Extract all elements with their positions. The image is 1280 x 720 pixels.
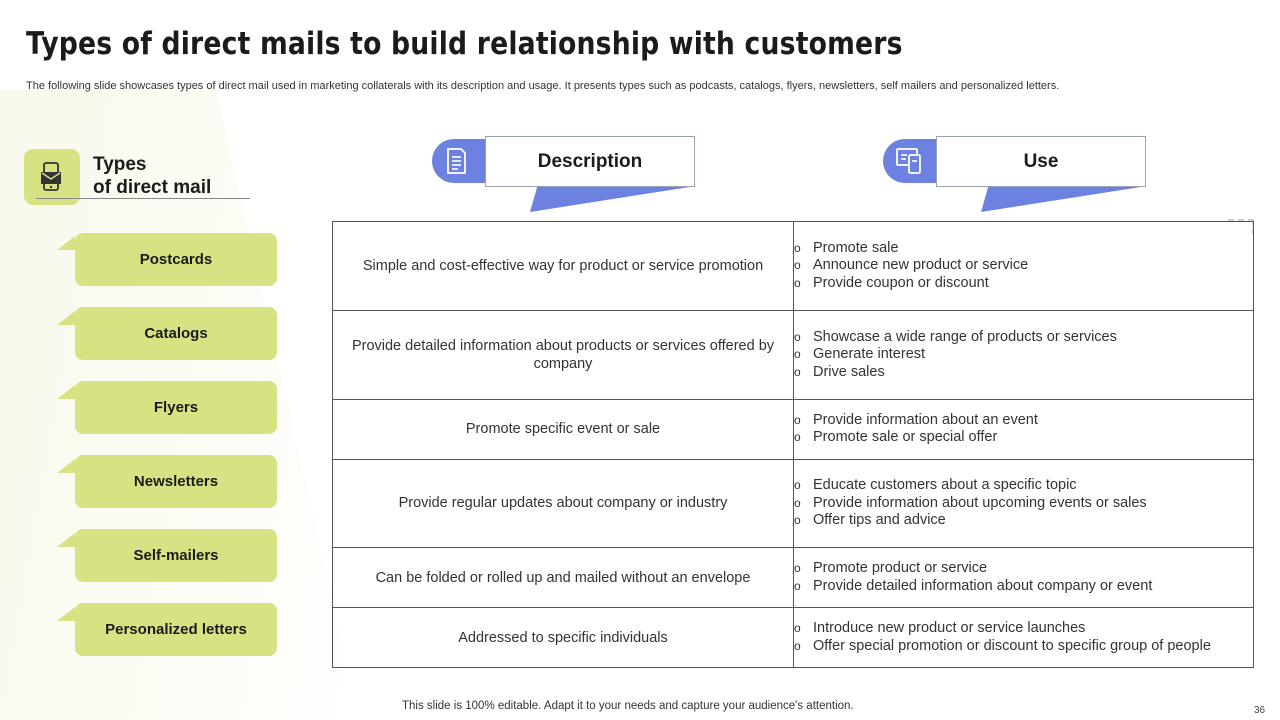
- use-item: Offer tips and advice: [794, 512, 1253, 530]
- use-item: Educate customers about a specific topic: [794, 477, 1253, 495]
- direct-mail-table: Simple and cost-effective way for produc…: [332, 221, 1254, 668]
- table-row: Can be folded or rolled up and mailed wi…: [332, 547, 1254, 609]
- type-tag-self-mailers: Self-mailers: [75, 529, 277, 582]
- types-icon-box: [24, 149, 80, 205]
- description-header: Description: [485, 136, 695, 187]
- use-cell: Introduce new product or service launche…: [793, 607, 1254, 668]
- description-cell: Provide regular updates about company or…: [332, 458, 794, 549]
- type-tag-postcards: Postcards: [75, 233, 277, 286]
- description-callout-tail: [530, 184, 696, 212]
- use-list: Showcase a wide range of products or ser…: [794, 329, 1253, 382]
- use-item: Promote sale: [794, 240, 1253, 258]
- types-heading-line1: Types: [93, 154, 147, 175]
- description-cell: Simple and cost-effective way for produc…: [332, 221, 794, 311]
- use-item: Generate interest: [794, 346, 1253, 364]
- description-cell: Addressed to specific individuals: [332, 607, 794, 668]
- slide-title: Types of direct mails to build relations…: [26, 26, 903, 62]
- slide-footer: This slide is 100% editable. Adapt it to…: [402, 700, 854, 712]
- use-cell: Promote product or service Provide detai…: [793, 547, 1254, 609]
- use-list: Promote sale Announce new product or ser…: [794, 240, 1253, 293]
- type-tag-flyers: Flyers: [75, 381, 277, 434]
- use-item: Provide information about an event: [794, 412, 1253, 430]
- tag-notch: [57, 236, 75, 250]
- description-cell: Promote specific event or sale: [332, 398, 794, 460]
- use-item: Drive sales: [794, 364, 1253, 382]
- use-header: Use: [936, 136, 1146, 187]
- slide-subtitle: The following slide showcases types of d…: [26, 80, 1060, 92]
- table-row: Promote specific event or sale Provide i…: [332, 398, 1254, 460]
- use-cell: Educate customers about a specific topic…: [793, 458, 1254, 549]
- description-cell: Provide detailed information about produ…: [332, 309, 794, 400]
- types-heading: Types of direct mail: [93, 153, 211, 199]
- use-cell: Showcase a wide range of products or ser…: [793, 309, 1254, 400]
- device-usage-icon: [896, 148, 921, 174]
- tag-notch: [57, 607, 75, 621]
- table-row: Provide detailed information about produ…: [332, 309, 1254, 400]
- use-item: Provide information about upcoming event…: [794, 495, 1253, 513]
- type-tag-newsletters: Newsletters: [75, 455, 277, 508]
- table-row: Addressed to specific individuals Introd…: [332, 607, 1254, 668]
- mobile-mail-icon: [41, 162, 61, 191]
- tag-notch: [57, 311, 75, 325]
- use-item: Provide detailed information about compa…: [794, 578, 1253, 596]
- use-item: Announce new product or service: [794, 257, 1253, 275]
- type-tag-catalogs: Catalogs: [75, 307, 277, 360]
- tag-notch: [57, 459, 75, 473]
- use-cell: Provide information about an event Promo…: [793, 398, 1254, 460]
- use-list: Introduce new product or service launche…: [794, 620, 1253, 655]
- use-item: Provide coupon or discount: [794, 275, 1253, 293]
- use-callout-tail: [981, 184, 1147, 212]
- use-list: Promote product or service Provide detai…: [794, 560, 1253, 595]
- types-divider: [36, 198, 250, 199]
- types-heading-line2: of direct mail: [93, 177, 212, 198]
- table-row: Provide regular updates about company or…: [332, 458, 1254, 549]
- table-row: Simple and cost-effective way for produc…: [332, 221, 1254, 311]
- tag-notch: [57, 533, 75, 547]
- description-cell: Can be folded or rolled up and mailed wi…: [332, 547, 794, 609]
- use-cell: Promote sale Announce new product or ser…: [793, 221, 1254, 311]
- use-item: Offer special promotion or discount to s…: [794, 638, 1253, 656]
- use-item: Promote sale or special offer: [794, 429, 1253, 447]
- page-number: 36: [1254, 705, 1266, 716]
- use-list: Educate customers about a specific topic…: [794, 477, 1253, 530]
- document-icon: [447, 148, 466, 174]
- use-list: Provide information about an event Promo…: [794, 412, 1253, 447]
- use-item: Introduce new product or service launche…: [794, 620, 1253, 638]
- tag-notch: [57, 385, 75, 399]
- use-item: Promote product or service: [794, 560, 1253, 578]
- type-tag-personalized-letters: Personalized letters: [75, 603, 277, 656]
- use-item: Showcase a wide range of products or ser…: [794, 329, 1253, 347]
